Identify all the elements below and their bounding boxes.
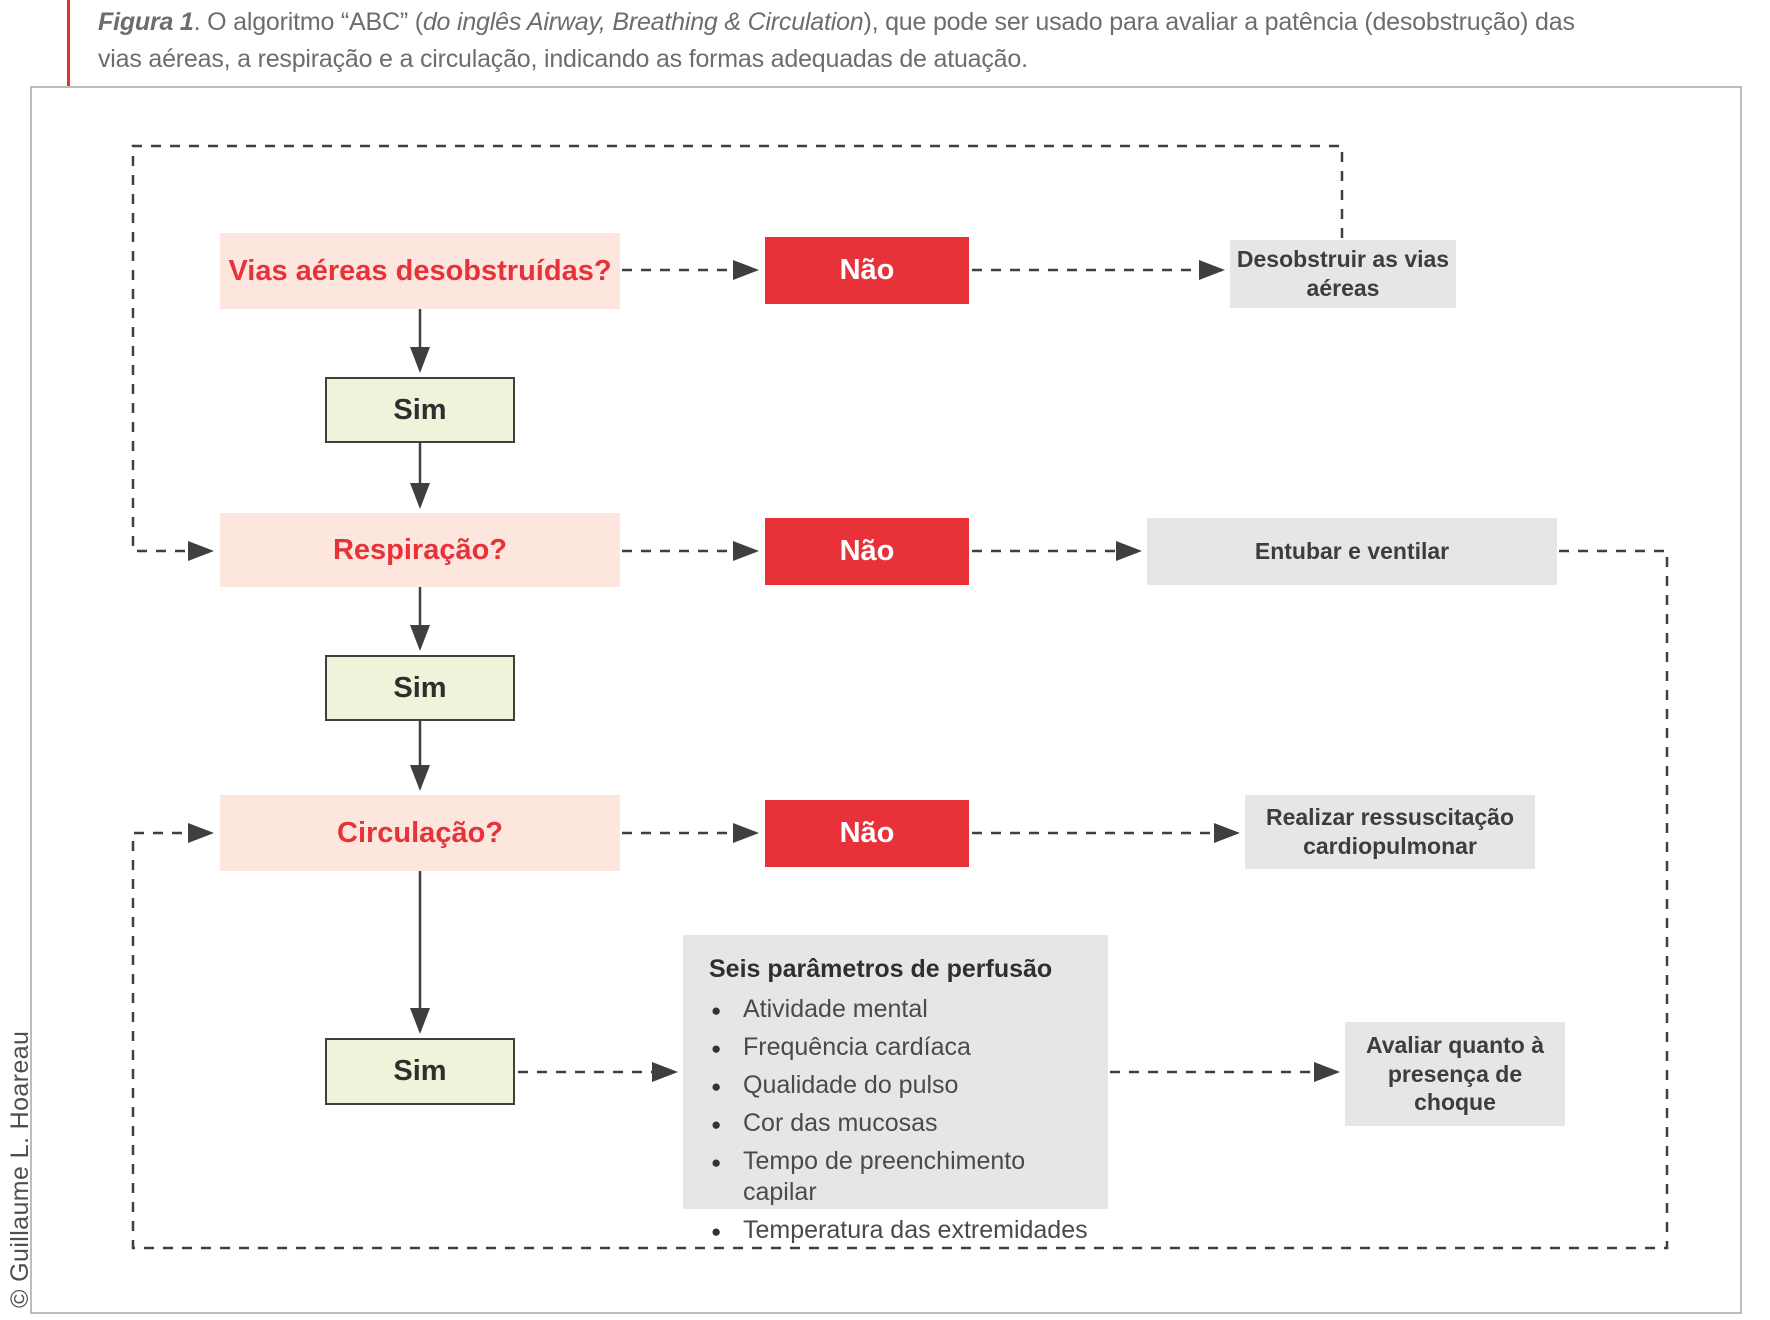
- caption-english-italic: do inglês Airway, Breathing & Circulatio…: [422, 8, 864, 36]
- caption-figure-label: Figura 1: [98, 8, 194, 36]
- list-item: Frequência cardíaca: [709, 1032, 1098, 1064]
- perfusion-list: Atividade mental Frequência cardíaca Qua…: [709, 994, 1098, 1247]
- caption-text: ), que pode ser usado para avaliar a pat…: [863, 8, 1575, 36]
- box-action-entubar: Entubar e ventilar: [1147, 518, 1557, 585]
- box-airway-question: Vias aéreas desobstruídas?: [220, 233, 620, 309]
- caption-line-2: vias aéreas, a respiração e a circulação…: [98, 45, 1028, 73]
- box-no-circulation: Não: [765, 800, 969, 867]
- caption-text: . O algoritmo “ABC” (: [193, 8, 423, 36]
- box-breathing-question: Respiração?: [220, 513, 620, 587]
- box-no-breathing: Não: [765, 518, 969, 585]
- box-sim-breathing: Sim: [325, 655, 515, 721]
- list-item: Cor das mucosas: [709, 1108, 1098, 1140]
- list-item: Tempo de preenchimento capilar: [709, 1146, 1098, 1208]
- box-action-ressuscitacao: Realizar ressuscitação cardiopulmonar: [1245, 795, 1535, 869]
- box-circulation-question: Circulação?: [220, 795, 620, 871]
- list-item: Atividade mental: [709, 994, 1098, 1026]
- copyright-credit: © Guillaume L. Hoareau: [6, 1030, 34, 1308]
- figure-accent-bar: [67, 0, 70, 113]
- figure-caption: Figura 1. O algoritmo “ABC” (do inglês A…: [98, 4, 1575, 78]
- caption-line-1: Figura 1. O algoritmo “ABC” (do inglês A…: [98, 4, 1575, 41]
- box-action-avaliar-choque: Avaliar quanto à presença de choque: [1345, 1022, 1565, 1126]
- list-item: Temperatura das extremidades: [709, 1215, 1098, 1247]
- box-action-desobstruir: Desobstruir as vias aéreas: [1230, 240, 1456, 308]
- box-sim-circulation: Sim: [325, 1038, 515, 1105]
- perfusion-title: Seis parâmetros de perfusão: [709, 955, 1053, 983]
- box-perfusion-parameters: Seis parâmetros de perfusão Atividade me…: [683, 935, 1108, 1247]
- dashed-loop-desobstruir-to-respiracao: [131, 144, 1344, 561]
- box-no-airway: Não: [765, 237, 969, 304]
- list-item: Qualidade do pulso: [709, 1070, 1098, 1102]
- box-sim-airway: Sim: [325, 377, 515, 443]
